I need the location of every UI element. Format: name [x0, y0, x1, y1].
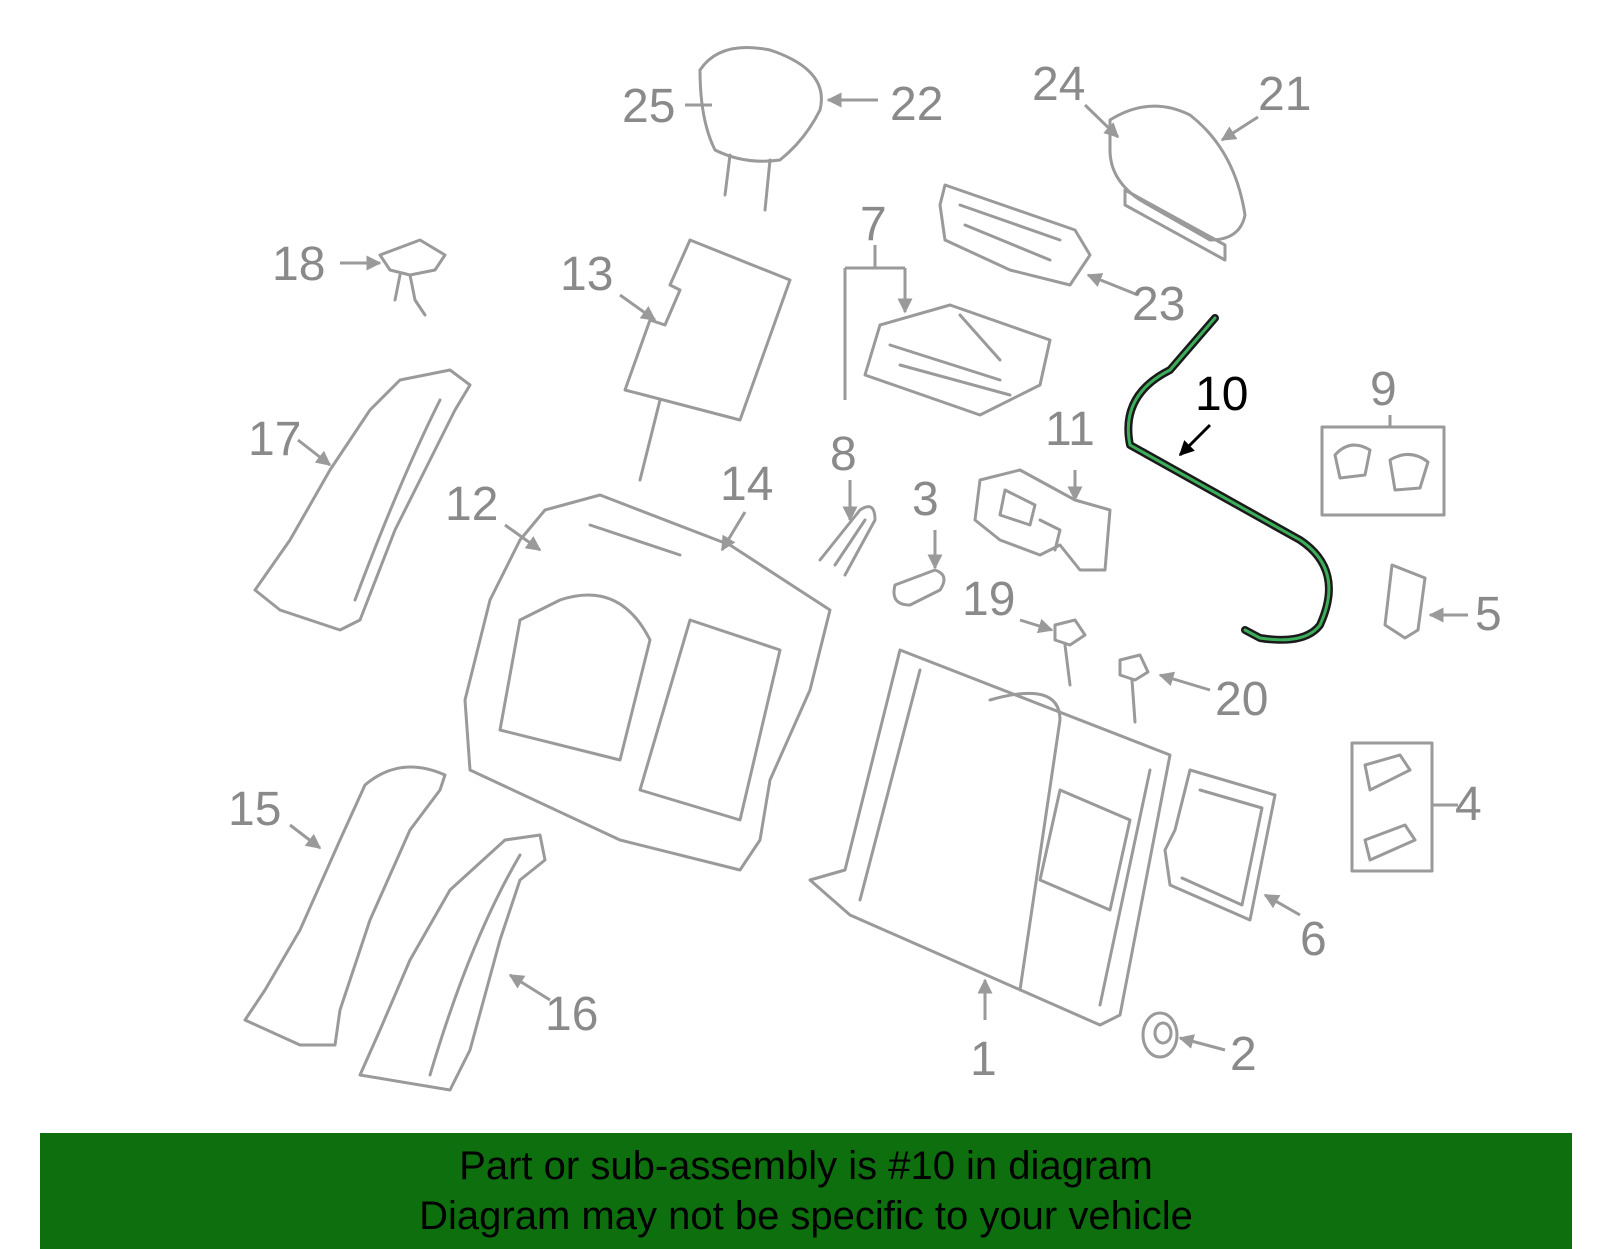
clip-set-part-9 — [1320, 425, 1446, 517]
parts-diagram: 1 2 3 4 5 6 7 8 9 10 11 12 13 14 15 16 1… — [228, 46, 1502, 1092]
info-banner: Part or sub-assembly is #10 in diagram D… — [40, 1133, 1572, 1249]
callout-6: 6 — [1300, 913, 1327, 966]
bolt-part-20 — [1118, 653, 1150, 724]
callout-21: 21 — [1258, 68, 1311, 121]
callout-3: 3 — [912, 473, 939, 526]
trim-part-16 — [358, 833, 547, 1092]
bolt-part-19 — [1053, 618, 1087, 687]
callout-22: 22 — [890, 78, 943, 131]
callout-labels: 1 2 3 4 5 6 7 8 9 10 11 12 13 14 15 16 1… — [228, 58, 1502, 1086]
callout-10: 10 — [1195, 368, 1248, 421]
cable-part-10 — [1124, 314, 1333, 644]
banner-line-2: Diagram may not be specific to your vehi… — [419, 1194, 1193, 1238]
clip-part — [378, 238, 447, 317]
callout-15: 15 — [228, 783, 281, 836]
grommet-part — [892, 568, 946, 607]
headrest-part-rear — [1108, 104, 1247, 262]
callout-20: 20 — [1215, 673, 1268, 726]
callout-13: 13 — [560, 248, 613, 301]
leader-lines — [289, 92, 1468, 1052]
callout-24: 24 — [1032, 58, 1085, 111]
nut-part — [1141, 1011, 1179, 1059]
callout-2: 2 — [1230, 1028, 1257, 1081]
callout-4: 4 — [1455, 778, 1482, 831]
banner-line-1: Part or sub-assembly is #10 in diagram — [459, 1144, 1153, 1188]
callout-8: 8 — [830, 428, 857, 481]
headrest-part — [698, 46, 823, 212]
trim-part-15 — [243, 765, 447, 1047]
callout-9: 9 — [1370, 363, 1397, 416]
panel-part — [1163, 768, 1277, 922]
pad-part — [623, 238, 792, 482]
clip-set-part-4 — [1350, 741, 1434, 873]
bracket-part — [938, 183, 1092, 287]
callout-23: 23 — [1132, 278, 1185, 331]
callout-5: 5 — [1475, 588, 1502, 641]
pin-part — [818, 505, 877, 577]
callout-25: 25 — [622, 80, 675, 133]
callout-18: 18 — [272, 238, 325, 291]
callout-7: 7 — [860, 198, 887, 251]
callout-14: 14 — [720, 458, 773, 511]
frame-part — [863, 303, 1052, 417]
seat-back-cushion-part — [463, 493, 832, 872]
side-trim-part — [253, 368, 472, 632]
callout-12: 12 — [445, 478, 498, 531]
callout-19: 19 — [962, 573, 1015, 626]
callout-11: 11 — [1045, 403, 1095, 456]
callout-16: 16 — [545, 988, 598, 1041]
label-part — [1383, 563, 1427, 640]
seat-frame-part — [808, 648, 1172, 1027]
callout-1: 1 — [970, 1033, 997, 1086]
callout-17: 17 — [248, 413, 301, 466]
latch-part — [973, 468, 1112, 572]
